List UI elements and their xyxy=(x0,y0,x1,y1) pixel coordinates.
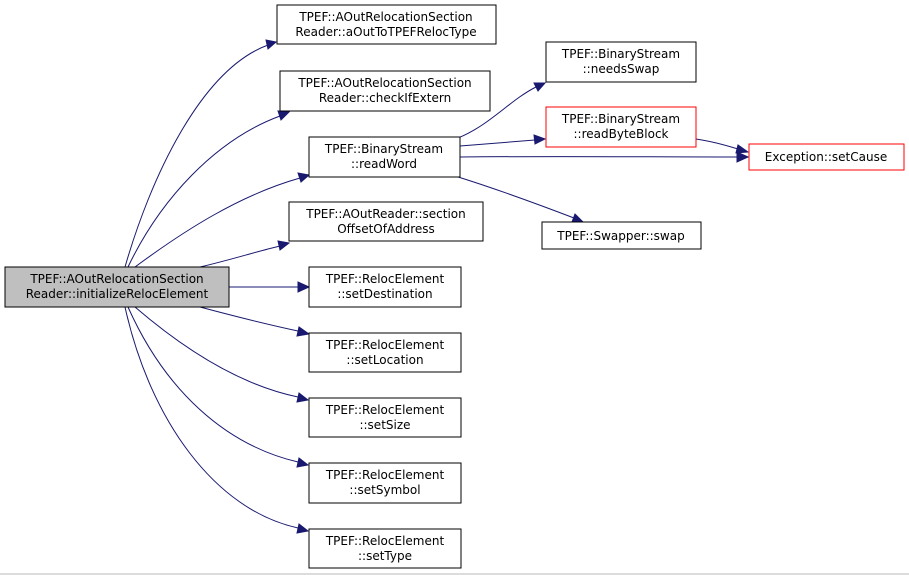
node-label: TPEF::RelocElement xyxy=(325,272,445,286)
node-swapper-swap[interactable]: TPEF::Swapper::swap xyxy=(541,221,702,250)
node-label: TPEF::BinaryStream xyxy=(561,47,680,61)
node-label: ::setLocation xyxy=(346,353,423,367)
node-set-size[interactable]: TPEF::RelocElement ::setSize xyxy=(308,397,462,438)
node-set-symbol[interactable]: TPEF::RelocElement ::setSymbol xyxy=(308,462,462,504)
node-label: ::readWord xyxy=(351,157,417,171)
edge-readWord-to-swap xyxy=(454,175,585,223)
edge-root-to-setDestination xyxy=(229,281,311,293)
node-label: ::setSize xyxy=(359,418,410,432)
node-label: TPEF::RelocElement xyxy=(325,534,445,548)
node-label: TPEF::Swapper::swap xyxy=(556,229,684,243)
node-label: Reader::aOutToTPEFRelocType xyxy=(295,25,476,39)
node-label: ::setType xyxy=(358,549,412,563)
node-label: TPEF::AOutRelocationSection xyxy=(297,76,471,90)
node-label: ::needsSwap xyxy=(583,62,660,76)
node-set-destination[interactable]: TPEF::RelocElement ::setDestination xyxy=(308,266,462,308)
node-label: TPEF::BinaryStream xyxy=(561,112,680,126)
node-check-if-extern[interactable]: TPEF::AOutRelocationSection Reader::chec… xyxy=(279,70,491,112)
node-label: TPEF::BinaryStream xyxy=(324,142,443,156)
node-label: Reader::checkIfExtern xyxy=(319,91,451,105)
edge-readWord-to-setCause xyxy=(459,151,750,163)
node-exception-set-cause[interactable]: Exception::setCause xyxy=(748,143,905,171)
node-needs-swap[interactable]: TPEF::BinaryStream ::needsSwap xyxy=(545,41,697,83)
node-initialize-reloc-element[interactable]: TPEF::AOutRelocationSection Reader::init… xyxy=(4,266,230,308)
edge-root-to-setType xyxy=(124,306,310,534)
edge-root-to-setLocation xyxy=(199,306,311,337)
node-label: Reader::initializeRelocElement xyxy=(26,287,209,301)
edge-readWord-to-readByteBlock xyxy=(459,134,547,147)
node-label: Exception::setCause xyxy=(765,150,887,164)
edge-root-to-sectionOffsetOfAddress xyxy=(199,240,291,268)
node-label: TPEF::AOutReader::section xyxy=(305,207,466,221)
edge-readWord-to-needsSwap xyxy=(457,82,547,139)
node-label: OffsetOfAddress xyxy=(337,222,435,236)
edge-readByteBlock-to-setCause xyxy=(695,138,750,154)
node-label: ::setSymbol xyxy=(349,483,420,497)
node-read-byte-block[interactable]: TPEF::BinaryStream ::readByteBlock xyxy=(545,106,697,148)
edge-root-to-setSize xyxy=(134,306,310,403)
node-set-type[interactable]: TPEF::RelocElement ::setType xyxy=(308,528,462,569)
edge-root-to-aOutToTPEFRelocType xyxy=(124,39,278,268)
bottom-border xyxy=(0,573,909,575)
node-aout-to-tpef-reloc-type[interactable]: TPEF::AOutRelocationSection Reader::aOut… xyxy=(276,4,497,45)
node-label: TPEF::AOutRelocationSection xyxy=(29,272,203,286)
node-label: TPEF::RelocElement xyxy=(325,468,445,482)
edge-root-to-setSymbol xyxy=(127,306,310,468)
node-section-offset-of-address[interactable]: TPEF::AOutReader::section OffsetOfAddres… xyxy=(288,201,484,242)
node-read-word[interactable]: TPEF::BinaryStream ::readWord xyxy=(308,136,461,178)
node-label: TPEF::AOutRelocationSection xyxy=(298,10,472,24)
node-label: TPEF::RelocElement xyxy=(325,338,445,352)
node-label: TPEF::RelocElement xyxy=(325,403,445,417)
node-label: ::readByteBlock xyxy=(574,127,669,141)
node-set-location[interactable]: TPEF::RelocElement ::setLocation xyxy=(308,332,462,373)
node-label: ::setDestination xyxy=(337,287,432,301)
edge-root-to-readWord xyxy=(134,172,311,268)
